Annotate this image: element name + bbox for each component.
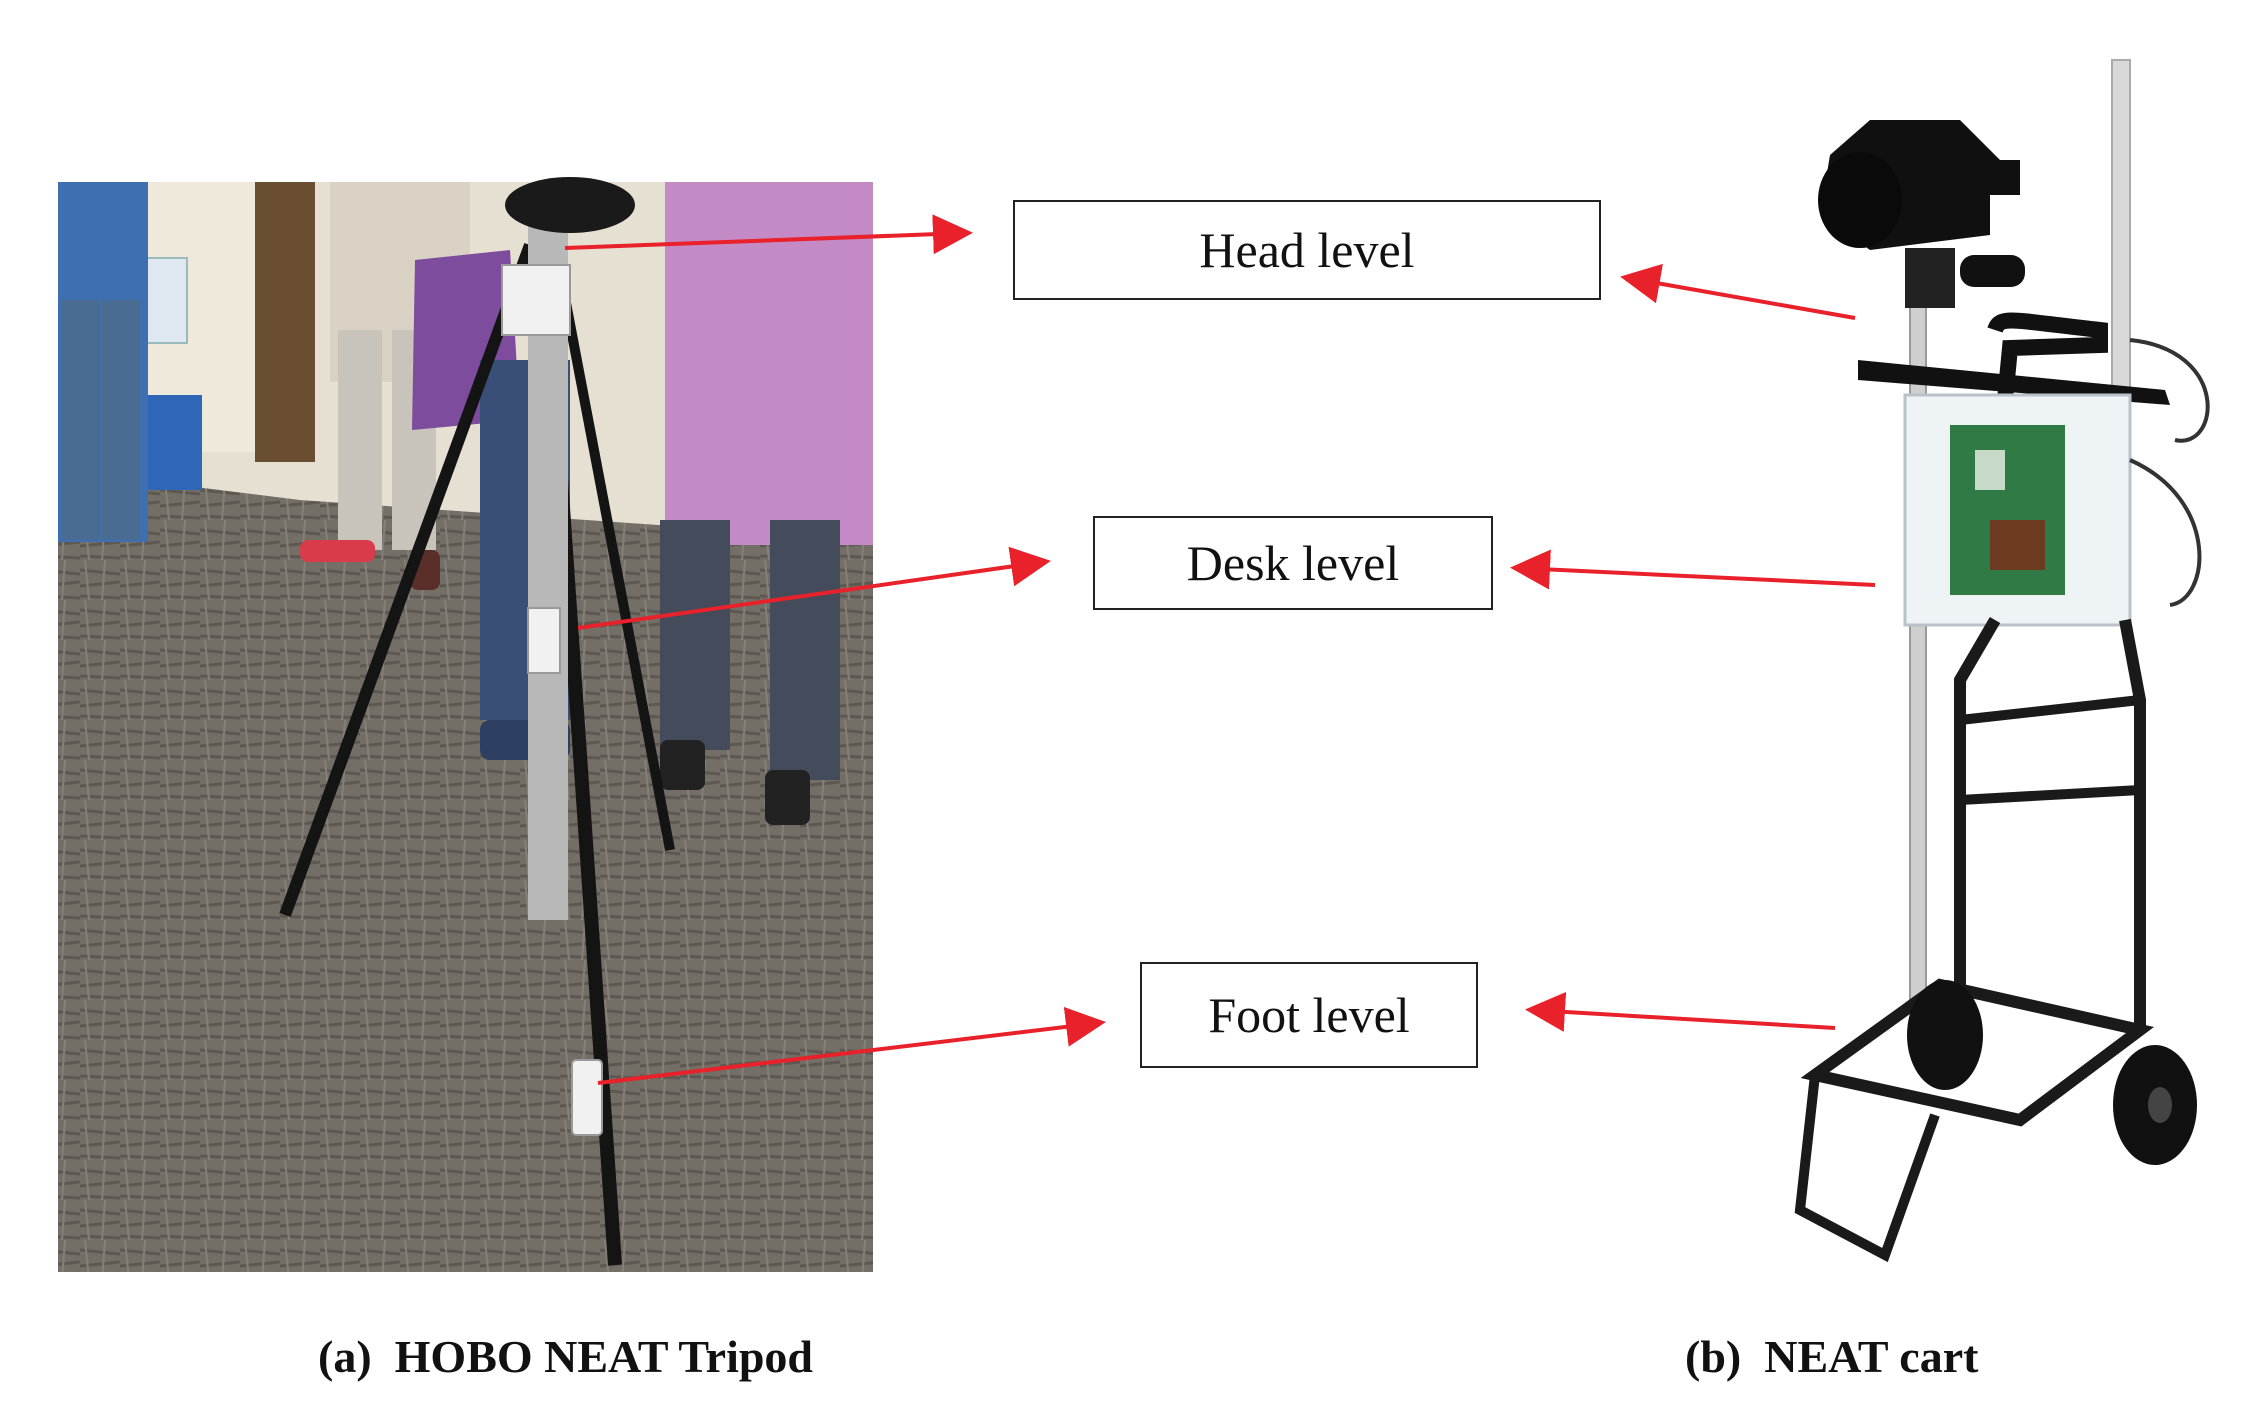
arrow-head-right <box>1620 263 1856 320</box>
arrow-foot-right <box>1525 991 1836 1032</box>
foot-level-label: Foot level <box>1140 962 1478 1068</box>
arrow-desk-right <box>1510 549 1876 590</box>
desk-level-label: Desk level <box>1093 516 1493 610</box>
neat-cart-photo <box>1794 59 2210 1263</box>
arrows <box>564 214 1876 1085</box>
caption-neat-cart: (b) NEAT cart <box>1685 1331 1979 1382</box>
arrow-foot-left <box>597 1006 1106 1085</box>
arrow-head-left <box>564 214 973 255</box>
tripod-photo <box>58 177 873 1272</box>
head-level-label: Head level <box>1013 200 1601 300</box>
arrow-desk-left <box>577 546 1051 630</box>
caption-tripod: (a) HOBO NEAT Tripod <box>318 1331 814 1382</box>
